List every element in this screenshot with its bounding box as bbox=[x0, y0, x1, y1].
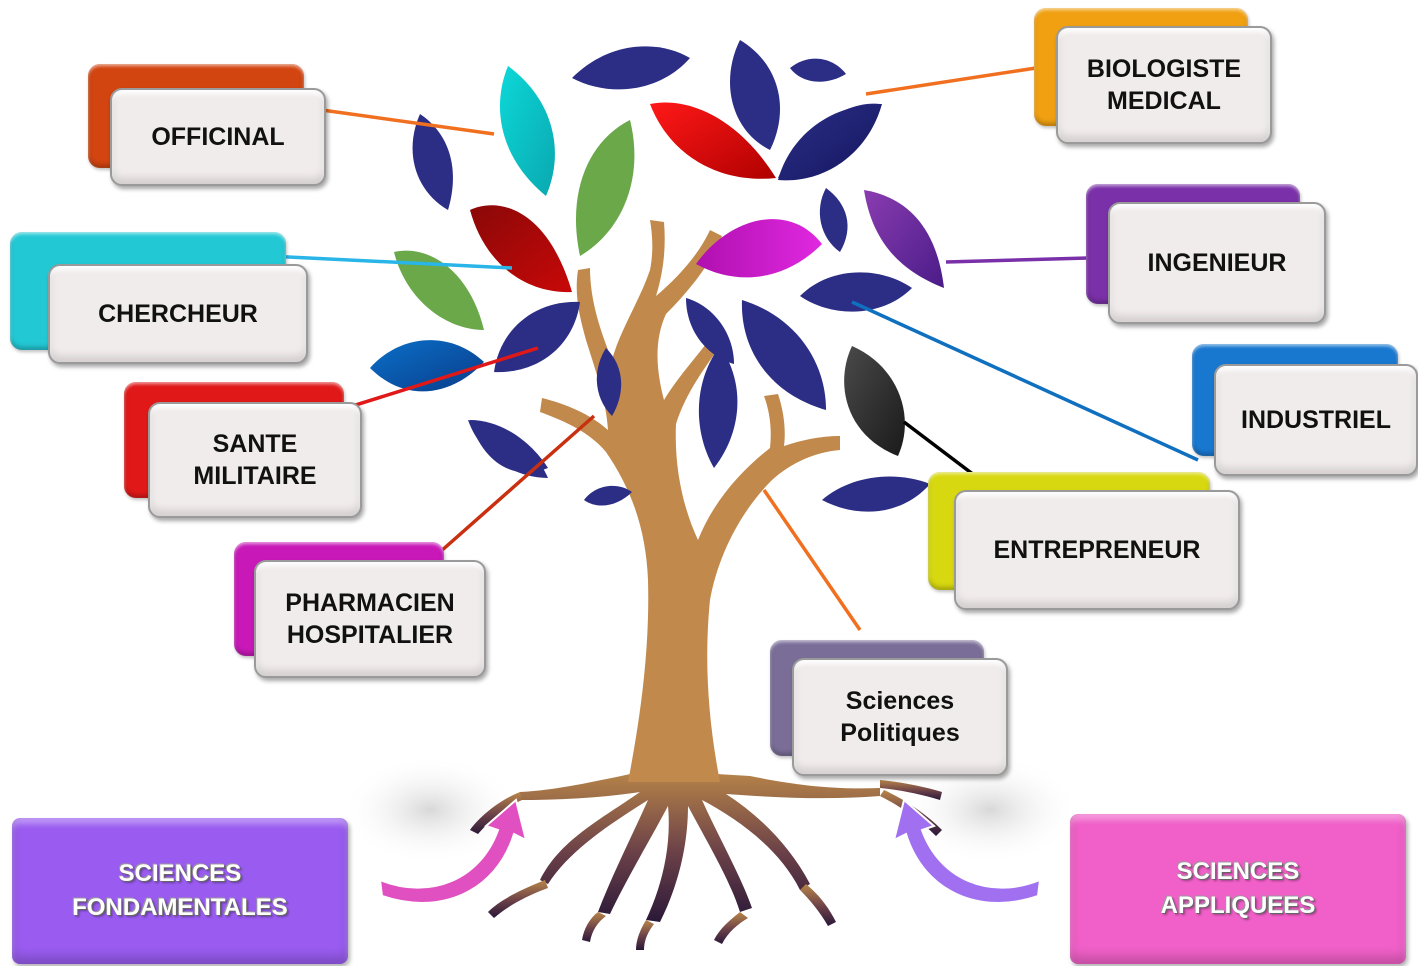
node-chercheur[interactable]: CHERCHEUR bbox=[10, 232, 308, 364]
leaf-purple bbox=[864, 190, 944, 288]
node-officinal-box: OFFICINAL bbox=[110, 88, 326, 186]
leaf-red bbox=[650, 102, 776, 179]
halo-right bbox=[900, 755, 1080, 865]
leaf bbox=[800, 272, 912, 312]
leaf bbox=[819, 188, 848, 252]
base-sciences-appliquees[interactable]: SCIENCES APPLIQUEES bbox=[1070, 814, 1406, 964]
leaf bbox=[596, 348, 622, 416]
node-ingenieur-label: INGENIEUR bbox=[1147, 249, 1287, 277]
node-entrepreneur-label: ENTREPRENEUR bbox=[993, 536, 1201, 564]
connector-biologiste bbox=[865, 66, 1037, 96]
base-fondamentales-label: SCIENCES FONDAMENTALES bbox=[72, 860, 288, 921]
leaf-dark-red bbox=[470, 205, 572, 293]
tree-leaves bbox=[370, 40, 944, 512]
leaf-magenta bbox=[696, 219, 822, 278]
leaf bbox=[584, 485, 632, 506]
leaf bbox=[412, 114, 453, 210]
node-biologiste-box: BIOLOGISTE MEDICAL bbox=[1056, 26, 1272, 144]
node-sante-box: SANTE MILITAIRE bbox=[148, 402, 362, 518]
node-sciences-politiques[interactable]: Sciences Politiques bbox=[770, 640, 1010, 778]
leaf bbox=[698, 346, 738, 468]
base-sciences-fondamentales[interactable]: SCIENCES FONDAMENTALES bbox=[12, 818, 348, 964]
leaf bbox=[572, 46, 690, 90]
leaf-green bbox=[575, 120, 635, 256]
node-officinal-label: OFFICINAL bbox=[151, 123, 285, 151]
connector-officinal bbox=[321, 108, 495, 136]
leaf bbox=[741, 300, 826, 410]
connector-sciences-pol bbox=[762, 489, 862, 631]
node-ingenieur[interactable]: INGENIEUR bbox=[1086, 184, 1328, 328]
node-pharmacien-hospitalier[interactable]: PHARMACIEN HOSPITALIER bbox=[234, 542, 488, 680]
node-officinal[interactable]: OFFICINAL bbox=[88, 64, 328, 188]
leaf bbox=[494, 301, 580, 373]
leaf-green-2 bbox=[394, 250, 484, 330]
node-entrepreneur-box: ENTREPRENEUR bbox=[954, 490, 1240, 610]
node-biologiste-label: BIOLOGISTE MEDICAL bbox=[1086, 55, 1242, 115]
node-sante-label: SANTE MILITAIRE bbox=[193, 430, 317, 490]
node-sante-militaire[interactable]: SANTE MILITAIRE bbox=[124, 382, 364, 520]
halo-left bbox=[340, 755, 520, 865]
node-sciences-pol-label: Sciences Politiques bbox=[840, 687, 960, 747]
node-industriel-box: INDUSTRIEL bbox=[1214, 364, 1418, 476]
leaf-black bbox=[844, 346, 905, 456]
node-sciences-pol-box: Sciences Politiques bbox=[792, 658, 1008, 776]
connector-chercheur bbox=[267, 254, 513, 270]
arrow-right bbox=[892, 798, 1042, 904]
leaf bbox=[686, 298, 734, 364]
leaf-teal bbox=[499, 66, 555, 196]
leaf bbox=[790, 58, 846, 82]
node-industriel-label: INDUSTRIEL bbox=[1241, 406, 1391, 434]
leaf bbox=[730, 40, 780, 150]
leaf-navy-dark bbox=[778, 104, 882, 181]
leaf bbox=[468, 420, 548, 478]
node-chercheur-label: CHERCHEUR bbox=[98, 300, 258, 328]
connector-pharmacien bbox=[438, 414, 596, 554]
node-pharmacien-label: PHARMACIEN HOSPITALIER bbox=[285, 589, 455, 649]
leaf-blue bbox=[370, 340, 484, 392]
node-pharmacien-box: PHARMACIEN HOSPITALIER bbox=[254, 560, 486, 678]
connector-industriel bbox=[851, 300, 1199, 462]
node-chercheur-box: CHERCHEUR bbox=[48, 264, 308, 364]
connector-ingenieur bbox=[945, 256, 1089, 264]
arrow-left bbox=[378, 798, 528, 904]
node-biologiste-medical[interactable]: BIOLOGISTE MEDICAL bbox=[1034, 8, 1274, 146]
leaf bbox=[822, 476, 930, 512]
tree-roots bbox=[470, 770, 942, 950]
node-industriel[interactable]: INDUSTRIEL bbox=[1192, 344, 1418, 478]
node-ingenieur-box: INGENIEUR bbox=[1108, 202, 1326, 324]
base-appliquees-label: SCIENCES APPLIQUEES bbox=[1160, 858, 1316, 919]
node-entrepreneur[interactable]: ENTREPRENEUR bbox=[928, 472, 1242, 612]
